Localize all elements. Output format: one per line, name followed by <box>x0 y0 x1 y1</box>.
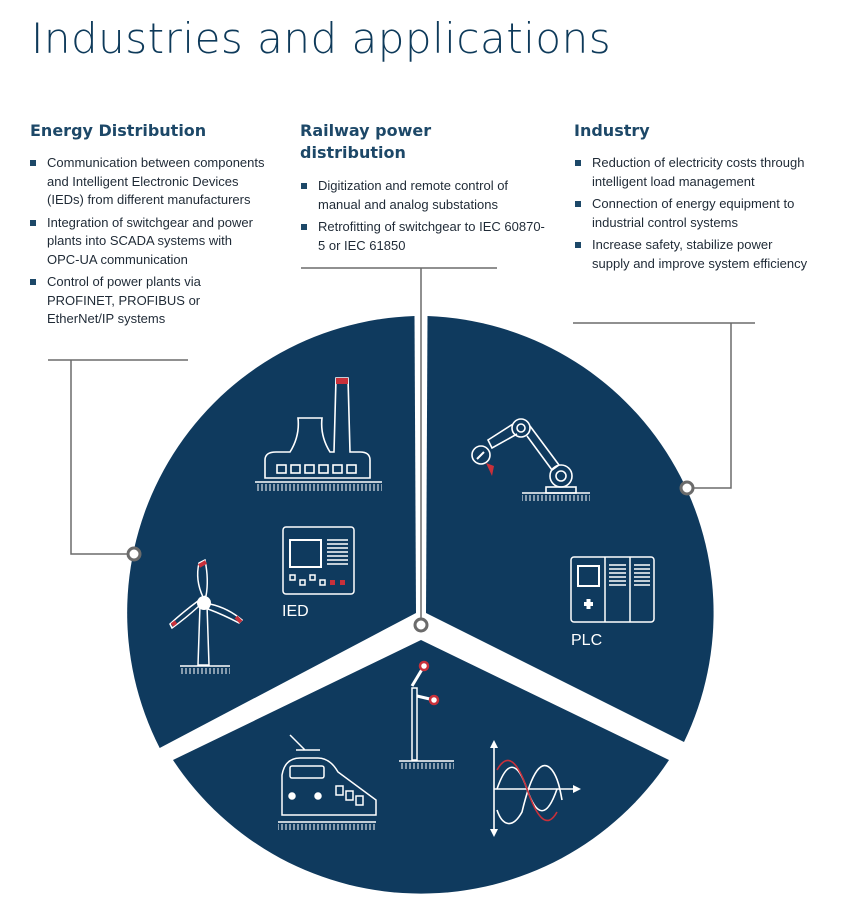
list-item: Control of power plants via PROFINET, PR… <box>30 273 265 329</box>
robot-arm-icon <box>471 418 590 501</box>
list-item: Integration of switchgear and power plan… <box>30 214 265 270</box>
energy-list: Communication between components and Int… <box>30 154 265 333</box>
leader-dot-industry <box>679 480 695 496</box>
ied-device-icon <box>282 526 355 595</box>
leader-lines <box>48 267 755 625</box>
leader-dots <box>126 480 695 633</box>
railway-heading-line2: distribution <box>300 143 406 162</box>
list-item: Digitization and remote control of manua… <box>301 177 546 214</box>
railway-signal-icon <box>399 660 454 769</box>
wind-turbine-icon <box>169 558 244 674</box>
power-plant-icon <box>255 377 382 491</box>
railway-list: Digitization and remote control of manua… <box>301 177 546 259</box>
list-item: Reduction of electricity costs through i… <box>575 154 810 191</box>
industry-list: Reduction of electricity costs through i… <box>575 154 810 277</box>
list-item: Increase safety, stabilize power supply … <box>575 236 810 273</box>
pie-sector-industry <box>426 316 714 742</box>
plc-label: PLC <box>571 632 602 649</box>
plc-device-icon <box>570 556 655 623</box>
train-icon <box>278 734 377 830</box>
page-title: Industries and applications <box>31 14 612 63</box>
leader-dot-railway <box>413 617 429 633</box>
energy-heading: Energy Distribution <box>30 121 207 140</box>
leader-dot-energy <box>126 546 142 562</box>
railway-heading: Railway power distribution <box>300 120 431 164</box>
list-item: Retrofitting of switchgear to IEC 60870-… <box>301 218 546 255</box>
railway-heading-line1: Railway power <box>300 121 432 140</box>
industry-heading: Industry <box>574 121 650 140</box>
list-item: Communication between components and Int… <box>30 154 265 210</box>
list-item: Connection of energy equipment to indust… <box>575 195 810 232</box>
sine-wave-icon <box>490 740 581 837</box>
ied-label: IED <box>282 603 309 620</box>
